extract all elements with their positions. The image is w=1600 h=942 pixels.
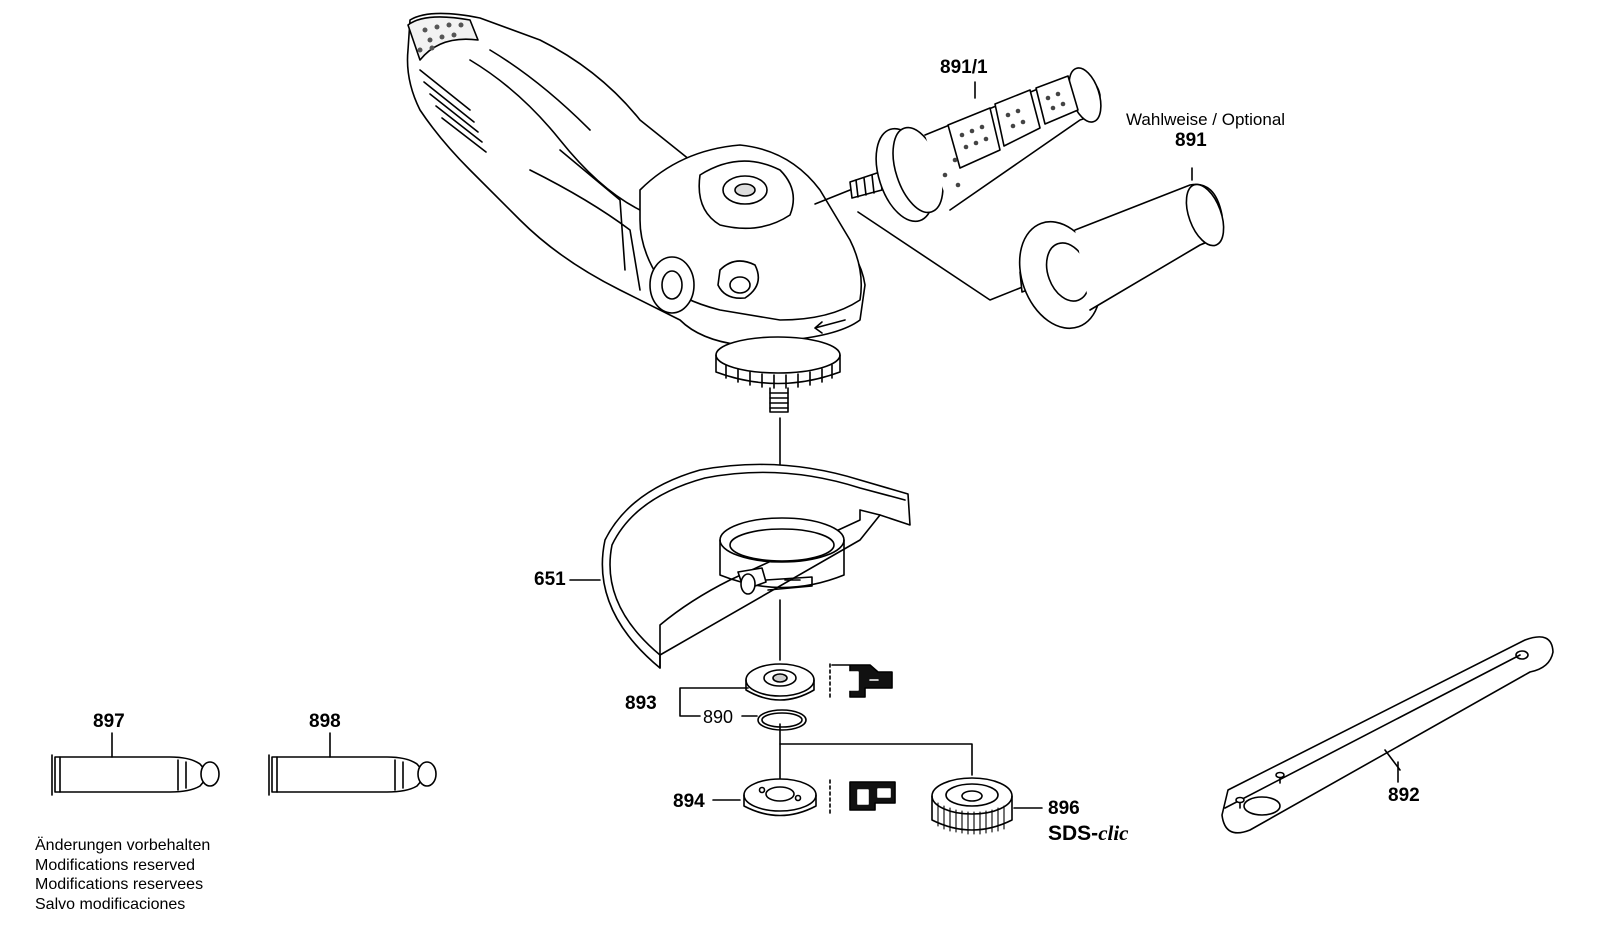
notice-line: Salvo modificaciones: [35, 895, 186, 913]
notice-line: Modifications reservees: [35, 876, 204, 893]
notice-line: Modifications reserved: [35, 856, 196, 874]
part-label-891-1: 891/1: [940, 57, 988, 78]
part-label-891: 891: [1175, 130, 1207, 151]
leader-lines: [569, 81, 1399, 783]
protection-guard-651: [601, 463, 911, 669]
part-label-898: 898: [309, 711, 341, 732]
part-label-894: 894: [673, 791, 705, 812]
side-handle-891: [1018, 167, 1225, 330]
nut-profile-icon: [829, 779, 896, 817]
part-label-893: 893: [625, 693, 657, 714]
angle-grinder-body: [406, 12, 866, 413]
part-label-651: 651: [534, 569, 566, 590]
grease-tube-898: [268, 732, 437, 796]
mounting-flange-893: [679, 663, 815, 717]
sds-clic-nut-896: [931, 777, 1043, 835]
part-label-897: 897: [93, 711, 125, 732]
sds-suffix: clic: [1098, 821, 1129, 845]
modifications-notice: Änderungen vorbehalten Modifications res…: [35, 836, 210, 914]
grease-tube-897: [51, 732, 220, 796]
sds-prefix: SDS-: [1048, 822, 1099, 845]
part-label-892: 892: [1388, 785, 1420, 806]
o-ring-890: [741, 709, 807, 731]
flange-profile-icon: [829, 663, 893, 701]
part-label-890: 890: [703, 707, 734, 727]
optional-note: Wahlweise / Optional: [1126, 110, 1286, 129]
sds-clic-logo: SDS-clic: [1048, 821, 1129, 846]
spanner-892: [1221, 636, 1554, 834]
clamping-nut-894: [712, 778, 817, 817]
notice-line: Änderungen vorbehalten: [35, 837, 211, 854]
antivibration-handle-891-1: [849, 67, 1102, 223]
part-label-896: 896: [1048, 798, 1080, 819]
